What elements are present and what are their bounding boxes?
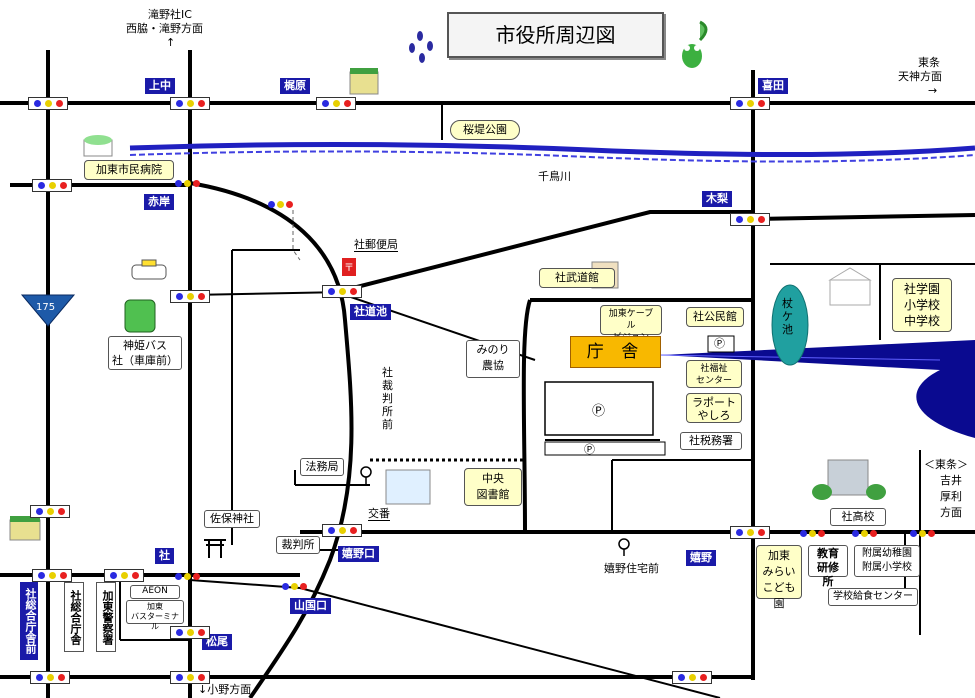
chosha-lot <box>544 381 654 436</box>
north-direction: 滝野社IC <box>148 8 192 21</box>
tag-yashiroike: 社道池 <box>350 304 391 320</box>
tag-kida: 喜田 <box>758 78 788 94</box>
signal-icon <box>322 524 362 537</box>
torii-icon <box>204 539 226 558</box>
building-icons <box>9 68 886 541</box>
tag-akagishi: 赤岸 <box>144 194 174 210</box>
signal-icon <box>170 290 210 303</box>
signal-icon <box>170 626 210 639</box>
signal-icon <box>910 529 938 539</box>
place-library: 中央 図書館 <box>464 468 522 506</box>
place-kyushoku: 学校給食センター <box>828 588 918 606</box>
bus-stop-icons <box>360 466 630 556</box>
map-title: 市役所周辺図 <box>447 12 664 58</box>
route-number: 175 <box>36 302 56 313</box>
place-sogo-chosha: 社総合庁舎 <box>64 582 84 652</box>
place-kominkan: 社公民館 <box>686 307 744 327</box>
place-ureshino-jutaku: 嬉野住宅前 <box>604 562 659 575</box>
signal-icon <box>282 582 310 592</box>
signal-icon <box>730 526 770 539</box>
rain-icon <box>409 31 433 63</box>
signal-icon <box>852 529 880 539</box>
signal-icon <box>28 97 68 110</box>
place-fuzoku: 附属幼稚園 附属小学校 <box>854 545 920 577</box>
place-koban: 交番 <box>368 507 390 521</box>
place-post-office: 社郵便局 <box>354 238 398 252</box>
place-cable-vision: 加東ケーブル ビジョン <box>600 305 662 343</box>
frog-icon <box>682 20 708 68</box>
signal-icon <box>32 179 72 192</box>
place-zeimusho: 社税務署 <box>680 432 742 450</box>
tag-yamakuniguchi: 山国口 <box>290 598 331 614</box>
signal-icon <box>672 671 712 684</box>
place-sakura-park: 桜堤公園 <box>450 120 520 140</box>
south-direction: ↓小野方面 <box>198 683 252 696</box>
place-fukushi-center: 社福祉 センター <box>686 360 742 388</box>
place-court-front: 社裁判所前 <box>382 366 393 431</box>
place-bus-terminal: 加東 バスターミナル <box>126 600 184 631</box>
svg-text:〒: 〒 <box>344 263 354 274</box>
parking-mark-1: Ⓟ <box>714 337 725 350</box>
place-aeon: AEON <box>130 585 180 599</box>
signal-icon <box>30 671 70 684</box>
parking-mark-2: Ⓟ <box>592 404 606 419</box>
east-b1: 吉井 <box>940 474 962 487</box>
place-kodomoen: 加東 みらい こども園 <box>756 545 802 610</box>
east-b3: 方面 <box>940 506 962 519</box>
signal-icon <box>268 200 296 210</box>
tag-sogo-chosha-front: 社総合庁舎前 <box>20 582 38 660</box>
place-yashiro-gakuen: 社学園 小学校 中学校 <box>892 278 952 332</box>
route-shield-icon <box>20 294 76 327</box>
chosha-callout <box>660 340 975 438</box>
tag-shinoguchi: 嬉野口 <box>338 546 379 562</box>
place-high-school: 社高校 <box>830 508 886 526</box>
tag-kaminaka: 上中 <box>145 78 175 94</box>
signal-icon <box>322 285 362 298</box>
signal-icon <box>730 213 770 226</box>
parking-small <box>707 335 735 353</box>
place-saho-shrine: 佐保神社 <box>204 510 260 528</box>
tsueike-pond-icon <box>771 284 809 366</box>
signal-icon <box>800 529 828 539</box>
signal-icon <box>32 569 72 582</box>
place-budokan: 社武道館 <box>539 268 615 288</box>
east-bracket: ＜東条＞ <box>924 458 968 471</box>
east-b2: 厚利 <box>940 490 962 503</box>
place-raport: ラポート やしろ <box>686 393 742 423</box>
river <box>129 141 975 158</box>
signal-icon <box>170 671 210 684</box>
north-arrow: ↑ <box>166 36 176 49</box>
tag-ureshino: 嬉野 <box>686 550 716 566</box>
place-courthouse: 裁判所 <box>276 536 320 554</box>
north-direction-2: 西脇・滝野方面 <box>126 22 203 35</box>
place-kenshujo: 教育 研修所 <box>808 545 848 588</box>
parking-lot <box>544 441 666 456</box>
place-minori-nokyo: みのり 農協 <box>466 340 520 378</box>
east-direction: 東条 <box>918 56 940 69</box>
place-police: 加東警察署 <box>96 582 116 652</box>
place-hospital: 加東市民病院 <box>84 160 174 180</box>
dashed-path <box>292 210 301 261</box>
signal-icon <box>170 97 210 110</box>
tag-yashiro: 社 <box>155 548 174 564</box>
signal-icon <box>316 97 356 110</box>
signal-icon <box>30 505 70 518</box>
signal-icon <box>730 97 770 110</box>
post-office-icon <box>342 258 356 276</box>
tag-kinashi: 木梨 <box>702 191 732 207</box>
place-homukyoku: 法務局 <box>300 458 344 476</box>
east-arrow: → <box>928 84 938 97</box>
signal-icon <box>104 569 144 582</box>
signal-icon <box>175 179 203 189</box>
river-label: 千鳥川 <box>538 170 571 183</box>
river-wave <box>129 150 975 163</box>
signal-icon <box>175 572 203 582</box>
east-direction-2: 天神方面 <box>898 70 942 83</box>
place-chosha: 庁 舎 <box>570 336 661 368</box>
place-bus-depot: 神姫バス 社（車庫前） <box>108 336 182 370</box>
parking-mark-3: Ⓟ <box>584 443 595 456</box>
tag-kajiwara: 梶原 <box>280 78 310 94</box>
place-tsueike: 杖ケ池 <box>782 297 793 336</box>
